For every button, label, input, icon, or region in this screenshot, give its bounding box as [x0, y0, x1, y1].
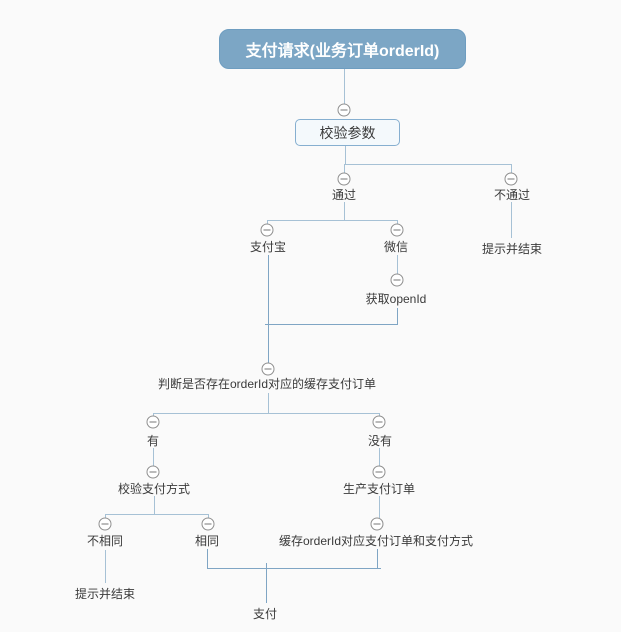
node-fail[interactable]: 不通过 [493, 188, 531, 202]
connector-line [377, 549, 378, 568]
node-cache-pay-order[interactable]: 缓存orderId对应支付订单和支付方式 [278, 534, 474, 548]
connector-line [511, 202, 512, 238]
node-pass[interactable]: 通过 [331, 188, 357, 202]
connector-line [153, 413, 154, 417]
collapse-icon[interactable] [390, 223, 404, 237]
connector-line [511, 164, 512, 174]
connector-line [265, 324, 398, 325]
collapse-icon[interactable] [98, 517, 112, 531]
connector-line [397, 220, 398, 225]
collapse-icon[interactable] [261, 362, 275, 376]
node-alipay[interactable]: 支付宝 [249, 240, 287, 254]
collapse-icon[interactable] [372, 465, 386, 479]
collapse-icon[interactable] [260, 223, 274, 237]
connector-line [153, 448, 154, 466]
connector-line [268, 255, 269, 363]
node-verify-pay-method[interactable]: 校验支付方式 [117, 482, 191, 496]
connector-line [379, 413, 380, 417]
connector-line [344, 202, 345, 220]
connector-line [344, 164, 512, 165]
connector-line [266, 568, 267, 603]
connector-line [397, 308, 398, 324]
collapse-icon[interactable] [370, 517, 384, 531]
collapse-icon[interactable] [372, 415, 386, 429]
collapse-icon[interactable] [390, 273, 404, 287]
connector-line [379, 496, 380, 518]
node-same[interactable]: 相同 [194, 534, 220, 548]
connector-line [266, 563, 267, 568]
connector-line [345, 146, 346, 164]
connector-line [207, 568, 381, 569]
connector-line [267, 220, 398, 221]
connector-line [397, 255, 398, 274]
node-different-end[interactable]: 提示并结束 [74, 587, 136, 601]
connector-line [207, 549, 208, 568]
node-different[interactable]: 不相同 [86, 534, 124, 548]
collapse-icon[interactable] [504, 172, 518, 186]
node-check-cached-order[interactable]: 判断是否存在orderId对应的缓存支付订单 [157, 377, 377, 391]
node-payment-request[interactable]: 支付请求(业务订单orderId) [219, 29, 466, 69]
collapse-icon[interactable] [146, 415, 160, 429]
connector-line [379, 448, 380, 466]
connector-line [153, 413, 380, 414]
connector-line [344, 164, 345, 174]
node-fail-end[interactable]: 提示并结束 [481, 242, 543, 256]
node-get-openid[interactable]: 获取openId [365, 292, 427, 306]
node-create-pay-order[interactable]: 生产支付订单 [342, 482, 416, 496]
node-pay[interactable]: 支付 [252, 607, 278, 621]
node-wechat[interactable]: 微信 [383, 240, 409, 254]
collapse-icon[interactable] [201, 517, 215, 531]
collapse-icon[interactable] [337, 172, 351, 186]
connector-line [105, 514, 106, 518]
connector-line [105, 550, 106, 583]
connector-line [105, 514, 209, 515]
collapse-icon[interactable] [337, 103, 351, 117]
node-check-params[interactable]: 校验参数 [295, 119, 400, 146]
connector-line [154, 496, 155, 514]
connector-line [344, 69, 345, 104]
node-not-exists[interactable]: 没有 [367, 434, 393, 448]
connector-line [208, 514, 209, 518]
node-exists[interactable]: 有 [146, 434, 160, 448]
connector-line [267, 220, 268, 225]
connector-line [268, 393, 269, 413]
collapse-icon[interactable] [146, 465, 160, 479]
